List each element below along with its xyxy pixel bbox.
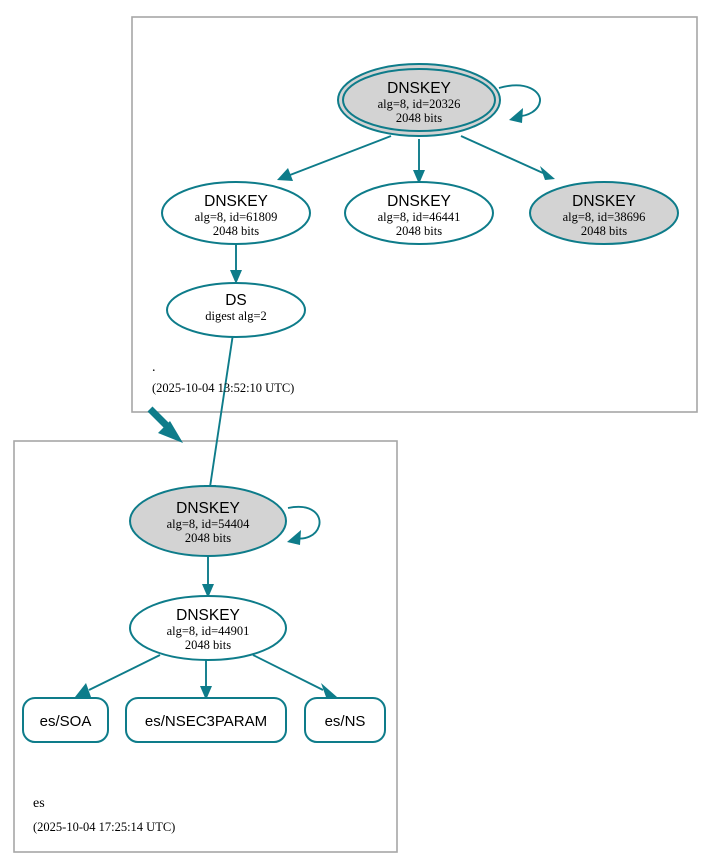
node-detail-keysize: 2048 bits	[396, 224, 442, 238]
node-title: DNSKEY	[204, 193, 268, 210]
edge-es-ksk-selfsign	[287, 505, 321, 545]
rrset-label: es/SOA	[40, 713, 92, 730]
zone-label-es: es	[33, 796, 45, 811]
node-detail-alg-id: alg=8, id=54404	[167, 517, 251, 531]
node-detail-keysize: 2048 bits	[581, 224, 627, 238]
node-detail-keysize: 2048 bits	[396, 111, 442, 125]
zone-timestamp-es: (2025-10-04 17:25:14 UTC)	[33, 820, 175, 834]
edge-es-zsk-to-nsec3param	[200, 659, 212, 700]
edge-root-zsk-to-ds	[230, 243, 242, 284]
node-root-ksk-20326[interactable]: DNSKEY alg=8, id=20326 2048 bits	[337, 63, 501, 137]
zone-box-root	[131, 16, 698, 413]
rrset-es-nsec3param[interactable]: es/NSEC3PARAM	[125, 697, 287, 743]
edge-es-ksk-to-zsk	[202, 556, 214, 598]
rrset-es-ns[interactable]: es/NS	[304, 697, 386, 743]
edge-delegation-root-to-es	[147, 333, 234, 500]
node-title: DS	[225, 292, 247, 309]
zone-timestamp-root: (2025-10-04 13:52:10 UTC)	[152, 381, 294, 395]
node-detail-alg-id: alg=8, id=46441	[378, 210, 461, 224]
rrset-label: es/NSEC3PARAM	[145, 713, 267, 730]
edge-root-ksk-selfsign	[498, 84, 541, 123]
zone-box-es	[13, 440, 398, 853]
zone-label-root: .	[152, 360, 156, 375]
node-detail-keysize: 2048 bits	[185, 638, 231, 652]
node-root-ds[interactable]: DS digest alg=2	[166, 282, 306, 338]
edge-root-ksk-to-zsk46441	[413, 139, 425, 184]
node-detail-alg-id: alg=8, id=61809	[195, 210, 278, 224]
rrset-label: es/NS	[325, 713, 366, 730]
node-detail-alg-id: alg=8, id=38696	[563, 210, 646, 224]
node-title: DNSKEY	[387, 193, 451, 210]
node-detail-alg-id: alg=8, id=20326	[378, 97, 461, 111]
node-detail-alg-id: alg=8, id=44901	[167, 624, 250, 638]
node-detail-keysize: 2048 bits	[185, 531, 231, 545]
node-es-ksk-54404[interactable]: DNSKEY alg=8, id=54404 2048 bits	[129, 485, 287, 557]
node-title: DNSKEY	[176, 607, 240, 624]
edge-root-ksk-to-zsk61809	[277, 135, 392, 181]
node-root-ksk-38696[interactable]: DNSKEY alg=8, id=38696 2048 bits	[529, 181, 679, 245]
edge-es-zsk-to-ns	[252, 654, 337, 697]
node-title: DNSKEY	[572, 193, 636, 210]
node-es-zsk-44901[interactable]: DNSKEY alg=8, id=44901 2048 bits	[129, 595, 287, 661]
edge-es-zsk-to-soa	[75, 654, 161, 697]
rrset-es-soa[interactable]: es/SOA	[22, 697, 109, 743]
node-title: DNSKEY	[387, 80, 451, 97]
node-detail-digest-alg: digest alg=2	[205, 309, 267, 323]
node-root-zsk-61809[interactable]: DNSKEY alg=8, id=61809 2048 bits	[161, 181, 311, 245]
edge-root-ksk-to-ksk38696	[460, 135, 555, 180]
node-detail-keysize: 2048 bits	[213, 224, 259, 238]
node-title: DNSKEY	[176, 500, 240, 517]
node-root-zsk-46441[interactable]: DNSKEY alg=8, id=46441 2048 bits	[344, 181, 494, 245]
